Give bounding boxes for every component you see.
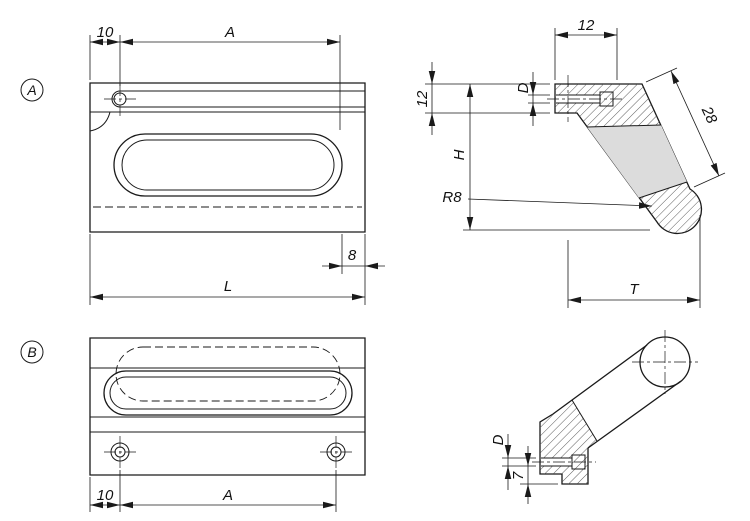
grip-slot-outer (113, 133, 343, 197)
extension-lines (89, 35, 366, 305)
bore-edges (541, 457, 572, 467)
view-a-front: 10 A 8 L A (20, 24, 385, 305)
badge-circle (20, 78, 44, 102)
dim-text-offset: 10 (97, 487, 114, 504)
dim-text-top-12: 12 (578, 17, 595, 34)
grip-slot-outer (103, 370, 353, 416)
arm-cut-edge (571, 399, 598, 442)
badge-letter: A (26, 82, 36, 98)
dim-text-grip-28: 28 (697, 103, 720, 127)
grip-slot-inner (121, 139, 335, 191)
dim-text-length: L (224, 278, 232, 295)
view-a-side: 12 D 12 H 28 R8 T (414, 17, 726, 308)
centerlines (532, 330, 698, 463)
extension-lines (502, 457, 558, 485)
badge-letter: B (27, 344, 36, 360)
grip-surface-band (587, 125, 687, 198)
grip-slot-hidden (115, 346, 341, 402)
hole-centerlines (104, 84, 136, 116)
arm-edges (552, 344, 682, 449)
body-outline (89, 337, 366, 476)
badge-circle (20, 340, 44, 364)
dim-text-block-12: 12 (414, 90, 431, 107)
dim-text-radius-r8: R8 (442, 189, 462, 206)
dim-text-height-h: H (451, 149, 468, 160)
body-edges (90, 367, 365, 433)
dim-text-bore-d: D (490, 434, 507, 445)
grip-slot-inner (109, 376, 347, 410)
hole-centerlines (104, 436, 352, 468)
extension-lines (89, 470, 337, 512)
view-badge-a: A (20, 78, 44, 102)
section-hatch-tip (639, 182, 702, 234)
dim-text-base-7: 7 (510, 471, 527, 480)
view-b-front: 10 A B (20, 337, 366, 512)
dim-line-grip-28 (670, 70, 720, 177)
view-b-side: D 7 (490, 330, 698, 504)
radius-leader (467, 198, 653, 209)
dim-text-bore-d: D (515, 82, 532, 93)
view-badge-b: B (20, 340, 44, 364)
arm-cut-edges (586, 124, 688, 199)
dim-text-span: A (222, 487, 233, 504)
body-outline (89, 82, 366, 233)
dim-text-depth-t: T (629, 281, 640, 298)
bore-edges (556, 94, 600, 104)
dim-text-edge: 8 (348, 247, 357, 264)
centerlines (547, 75, 622, 122)
extension-lines (425, 28, 726, 308)
dim-text-span: A (224, 24, 235, 41)
handle-bar-edges (89, 90, 365, 132)
dim-text-offset: 10 (97, 24, 114, 41)
